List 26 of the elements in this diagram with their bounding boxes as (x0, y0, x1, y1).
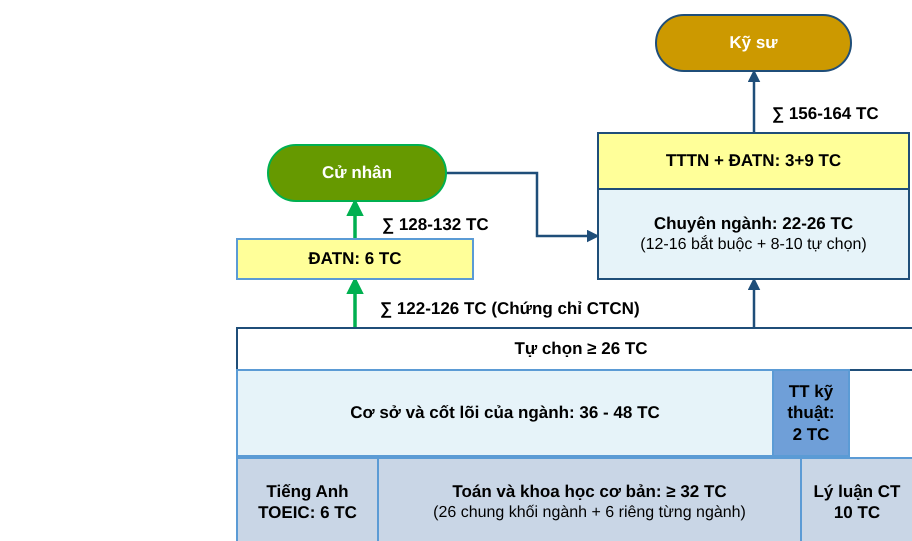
total-credits-note: ∑ 122-126 TC (Chứng chỉ CTCN) (380, 298, 640, 320)
node-box (597, 132, 910, 190)
node-title: Chuyên ngành: 22-26 TC (654, 213, 854, 235)
arrow (748, 70, 760, 132)
node-note: (12-16 bắt buộc + 8-10 tự chọn) (640, 234, 867, 255)
node-box (236, 369, 774, 457)
node-title: Toán và khoa học cơ bản: ≥ 32 TC (452, 481, 727, 503)
node-title: Lý luận CT 10 TC (812, 480, 902, 524)
node-title: Cơ sở và cốt lõi của ngành: 36 - 48 TC (350, 402, 660, 424)
node-title: ĐATN: 6 TC (308, 248, 402, 270)
node-title: TT kỹ thuật: 2 TC (786, 381, 836, 445)
arrow (447, 172, 600, 242)
node-box (800, 457, 912, 541)
node-box (236, 457, 379, 541)
node-box (236, 327, 912, 371)
node-title: TTTN + ĐATN: 3+9 TC (666, 150, 842, 172)
node-note: (26 chung khối ngành + 6 riêng từng ngành) (433, 502, 746, 523)
arrow (748, 278, 760, 327)
node-title: Tự chọn ≥ 26 TC (514, 338, 648, 360)
node-title: Kỹ sư (729, 32, 778, 54)
node-box (377, 457, 802, 541)
node-title: Cử nhân (322, 162, 392, 184)
node-title: Tiếng Anh TOEIC: 6 TC (257, 480, 358, 524)
node-box (772, 369, 850, 457)
node-box (236, 238, 474, 280)
node-box (597, 190, 910, 280)
